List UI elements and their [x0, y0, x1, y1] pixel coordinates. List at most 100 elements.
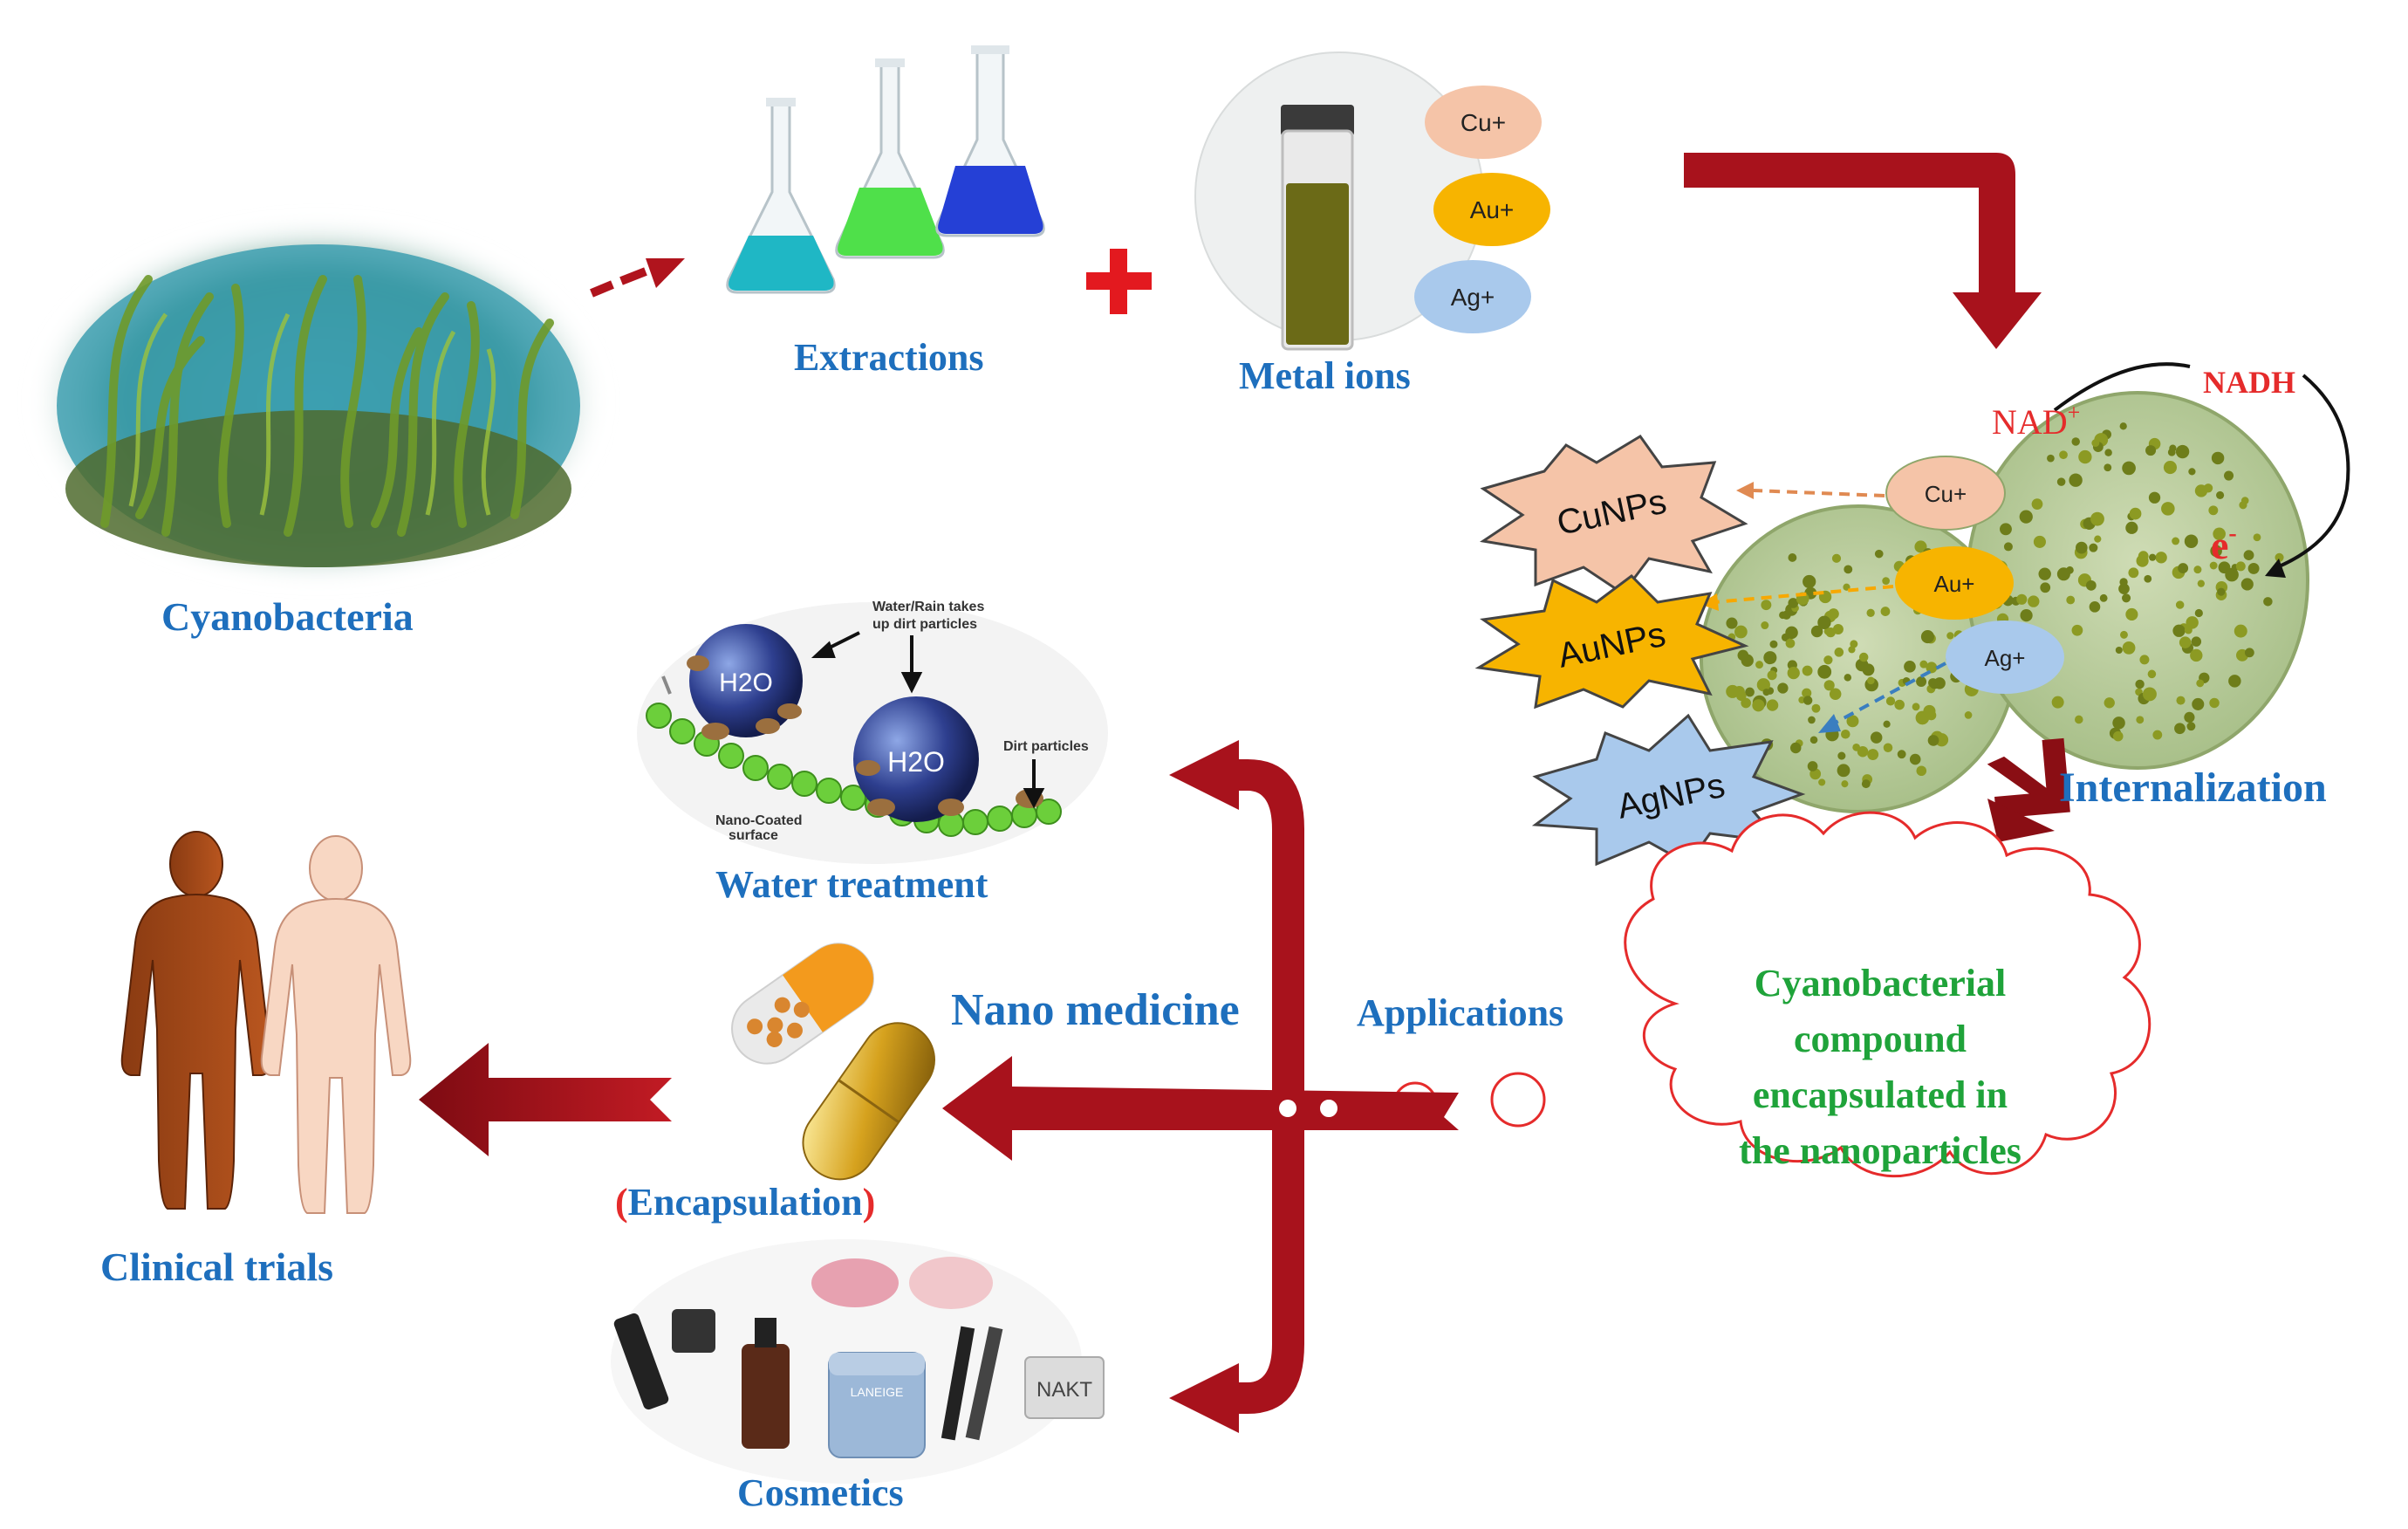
cell-granule: [2172, 537, 2180, 545]
cell-granule: [1882, 577, 1890, 585]
cell-granule: [2175, 444, 2190, 459]
cell-granule: [1809, 736, 1818, 744]
cell-granule: [2056, 567, 2070, 581]
cell-granule: [1862, 663, 1875, 676]
capsules-image: [731, 943, 936, 1181]
cell-granule: [2211, 451, 2225, 465]
cell-granule: [1808, 716, 1816, 724]
cell-granule: [2179, 636, 2192, 648]
applications-arrows: [942, 740, 1459, 1433]
cell-granule: [2038, 567, 2051, 580]
encapsulation-open-paren: (: [615, 1181, 628, 1224]
cell-granule: [2186, 722, 2196, 731]
cell-granule: [2196, 679, 2205, 688]
cell-granule: [1745, 687, 1755, 697]
vial-ion-ag-label: Ag+: [1451, 284, 1495, 311]
cell-ion-cu: Cu+: [1885, 456, 2006, 531]
cell-ion-cu-label: Cu+: [1925, 481, 1967, 507]
cell-granule: [1763, 651, 1777, 665]
cell-granule: [2128, 567, 2139, 579]
cell-granule: [1897, 750, 1906, 759]
cell-granule: [1928, 678, 1938, 688]
cell-granule: [1841, 780, 1849, 788]
cell-granule: [2217, 587, 2226, 596]
cell-granule: [1846, 715, 1859, 728]
cell-granule: [1810, 625, 1823, 638]
cloud-line-2: compound: [1793, 1018, 1967, 1060]
cell-granule: [2000, 523, 2012, 536]
cyanobacteria-photo: [31, 218, 606, 585]
cell-granule: [2208, 505, 2219, 516]
cell-granule: [2152, 730, 2163, 740]
cell-granule: [2031, 498, 2043, 510]
internalization-arrow: [1987, 737, 2070, 842]
cell-granule: [2148, 491, 2161, 504]
cell-granule: [2213, 527, 2226, 541]
cell-granule: [2190, 648, 2203, 662]
vial-ion-cu-label: Cu+: [1461, 109, 1506, 136]
cell-granule: [1802, 665, 1813, 676]
cell-granule: [2176, 696, 2186, 705]
cell-granule: [2112, 730, 2124, 742]
cell-granule: [2091, 439, 2100, 448]
thought-bubble-large: [1490, 1072, 1546, 1128]
cell-granule: [2059, 450, 2068, 460]
cell-granule: [2174, 723, 2186, 735]
ion-to-np-arrows: [1714, 489, 1946, 726]
cell-granule: [1858, 652, 1869, 662]
nad-label: NAD+: [1992, 400, 2080, 442]
cell-granule: [2191, 636, 2202, 647]
cell-granule: [1844, 674, 1852, 682]
cloud-line-4: the nanoparticles: [1739, 1129, 2021, 1172]
cell-granule: [1788, 553, 1797, 562]
cell-granule: [1916, 765, 1927, 777]
cell-granule: [2056, 477, 2066, 486]
water-note-1: Water/Rain takes: [872, 600, 984, 614]
result-cloud: [1624, 811, 2151, 1178]
cell-granule: [1904, 661, 1916, 673]
cell-granule: [2253, 533, 2261, 542]
cell-granule: [2243, 550, 2254, 561]
cell-granule: [1818, 778, 1826, 786]
cell-granule: [1817, 664, 1832, 679]
cell-granule: [1789, 742, 1802, 754]
cell-granule: [2089, 601, 2101, 613]
cell-granule: [2147, 669, 2157, 679]
encapsulation-close-paren: ): [862, 1181, 876, 1224]
cell-granule: [2069, 473, 2083, 487]
cell-granule: [1883, 743, 1893, 752]
cell-granule: [1946, 632, 1954, 640]
cell-granule: [2040, 582, 2051, 593]
cell-granule: [2194, 608, 2203, 618]
cell-granule: [2136, 554, 2149, 567]
cell-granule: [2085, 579, 2097, 591]
cell-granule: [2033, 535, 2046, 548]
cell-granule: [1832, 623, 1844, 634]
cell-granule: [1755, 661, 1763, 669]
cell-granule: [2193, 566, 2202, 574]
cell-ion-au-label: Au+: [1934, 571, 1975, 597]
cloud-line-3: encapsulated in: [1752, 1073, 2008, 1116]
cell-granule: [2155, 552, 2167, 564]
cell-granule: [2066, 595, 2076, 605]
cell-granule: [1779, 611, 1787, 620]
cell-granule: [2139, 655, 2150, 665]
cell-granule: [2225, 567, 2239, 582]
vial-ion-au: Au+: [1433, 173, 1550, 246]
nano-medicine-label: Nano medicine: [951, 985, 1240, 1035]
plus-icon: [1086, 249, 1152, 314]
cell-granule: [1923, 704, 1936, 717]
cell-granule: [1914, 540, 1927, 553]
extractions-label: Extractions: [794, 336, 984, 379]
cell-ion-ag-label: Ag+: [1985, 645, 2026, 671]
cell-granule: [1861, 779, 1871, 789]
cell-granule: [2163, 461, 2178, 475]
cell-granule: [2129, 507, 2142, 520]
cell-granule: [2119, 630, 2128, 639]
internalization-label: Internalization: [2059, 764, 2327, 811]
electron-label: e-: [2211, 520, 2237, 567]
cell-granule: [1840, 729, 1850, 739]
extraction-flasks: [726, 45, 1045, 294]
vial-ion-au-label: Au+: [1470, 196, 1515, 223]
